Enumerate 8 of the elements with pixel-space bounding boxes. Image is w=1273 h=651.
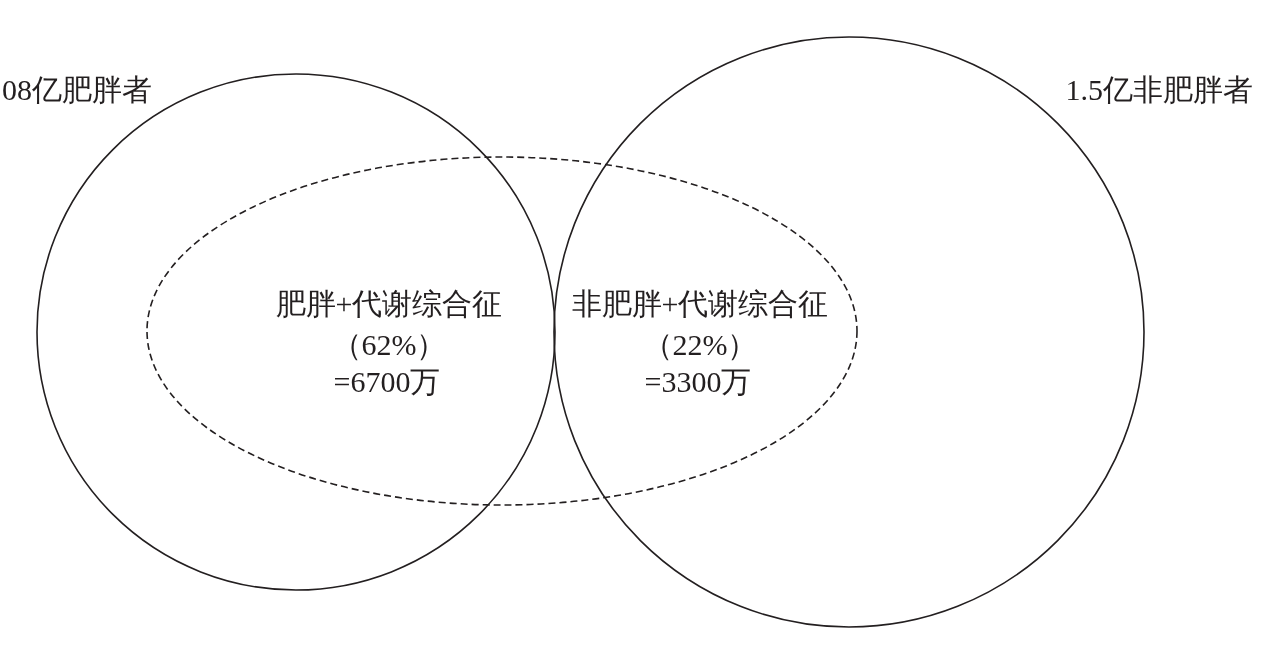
set-label: 1.5亿非肥胖者 [1065,72,1253,108]
percentage-label: （22%） [642,327,758,363]
count-label: =3300万 [644,364,752,400]
percentage-label: （62%） [331,327,447,363]
set-label: 08亿肥胖者 [2,72,152,108]
region-label: 肥胖+代谢综合征 [275,286,503,322]
count-label: =6700万 [333,364,441,400]
region-label: 非肥胖+代谢综合征 [571,286,829,322]
